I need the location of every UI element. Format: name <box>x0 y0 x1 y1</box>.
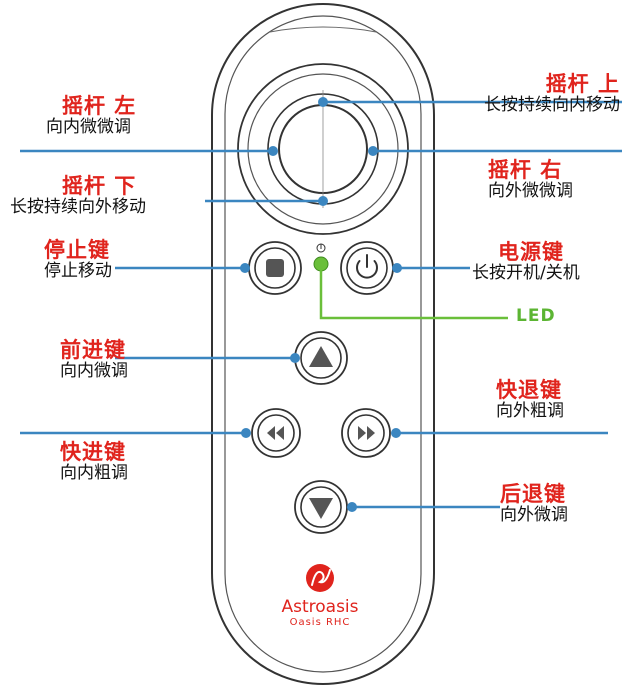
callout-back-key: 后退键 向外微调 <box>500 482 568 526</box>
callout-desc: 向外微调 <box>500 505 568 526</box>
fast-back-button[interactable] <box>251 408 301 458</box>
callout-led: LED <box>516 306 556 327</box>
brand-block: Astroasis Oasis RHC <box>268 597 372 628</box>
power-icon <box>356 254 378 279</box>
callout-desc: 向外粗调 <box>496 401 564 422</box>
joystick[interactable] <box>237 63 409 235</box>
callout-forward-key: 前进键 向内微调 <box>60 338 128 382</box>
leader-led <box>319 270 508 320</box>
brand-name: Astroasis <box>281 597 359 617</box>
brand-model: Oasis RHC <box>289 617 351 628</box>
callout-power-key: 电源键 长按开机/关机 <box>472 240 580 284</box>
callout-title: 前进键 <box>60 338 126 362</box>
callout-title: 快进键 <box>60 440 126 464</box>
callout-joystick-down: 摇杆 下 长按持续向外移动 <box>10 174 146 218</box>
callout-joystick-up: 摇杆 上 长按持续向内移动 <box>484 72 620 116</box>
callout-desc: 长按持续向外移动 <box>10 197 146 218</box>
triangle-down-icon <box>309 498 333 519</box>
callout-title: 后退键 <box>500 482 566 506</box>
callout-joystick-left: 摇杆 左 向内微微调 <box>46 94 136 138</box>
callout-title: 停止键 <box>44 238 110 262</box>
power-button[interactable] <box>340 241 394 295</box>
fast-forward-button[interactable] <box>341 408 391 458</box>
fast-forward-icon <box>358 426 375 440</box>
rewind-icon <box>267 426 284 440</box>
stop-square-icon <box>266 259 284 277</box>
callout-fast-back-key: 快退键 向外粗调 <box>496 378 564 422</box>
callout-desc: 停止移动 <box>44 261 112 282</box>
callout-desc: 长按持续向内移动 <box>484 95 620 116</box>
back-button[interactable] <box>294 480 348 534</box>
callout-title: 摇杆 下 <box>62 174 137 198</box>
callout-title: 摇杆 左 <box>62 94 137 118</box>
callout-desc: 向外微微调 <box>488 181 573 202</box>
callout-desc: 向内粗调 <box>60 463 128 484</box>
callout-title: 快退键 <box>496 378 562 402</box>
callout-title: 电源键 <box>498 240 564 264</box>
callout-title: LED <box>516 306 556 326</box>
callout-desc: 向内微微调 <box>46 117 131 138</box>
leader-lines <box>20 100 622 509</box>
forward-button[interactable] <box>294 331 348 385</box>
triangle-up-icon <box>309 346 333 367</box>
callout-fast-fwd-key: 快进键 向内粗调 <box>60 440 128 484</box>
stop-button[interactable] <box>248 241 302 295</box>
callout-desc: 长按开机/关机 <box>472 263 580 284</box>
callout-joystick-right: 摇杆 右 向外微微调 <box>488 158 573 202</box>
leader-dots <box>240 97 402 512</box>
callout-stop-key: 停止键 停止移动 <box>44 238 112 282</box>
callout-title: 摇杆 右 <box>488 158 563 182</box>
callout-title: 摇杆 上 <box>545 72 620 96</box>
astroasis-logo-icon <box>306 564 334 592</box>
callout-desc: 向内微调 <box>60 361 128 382</box>
